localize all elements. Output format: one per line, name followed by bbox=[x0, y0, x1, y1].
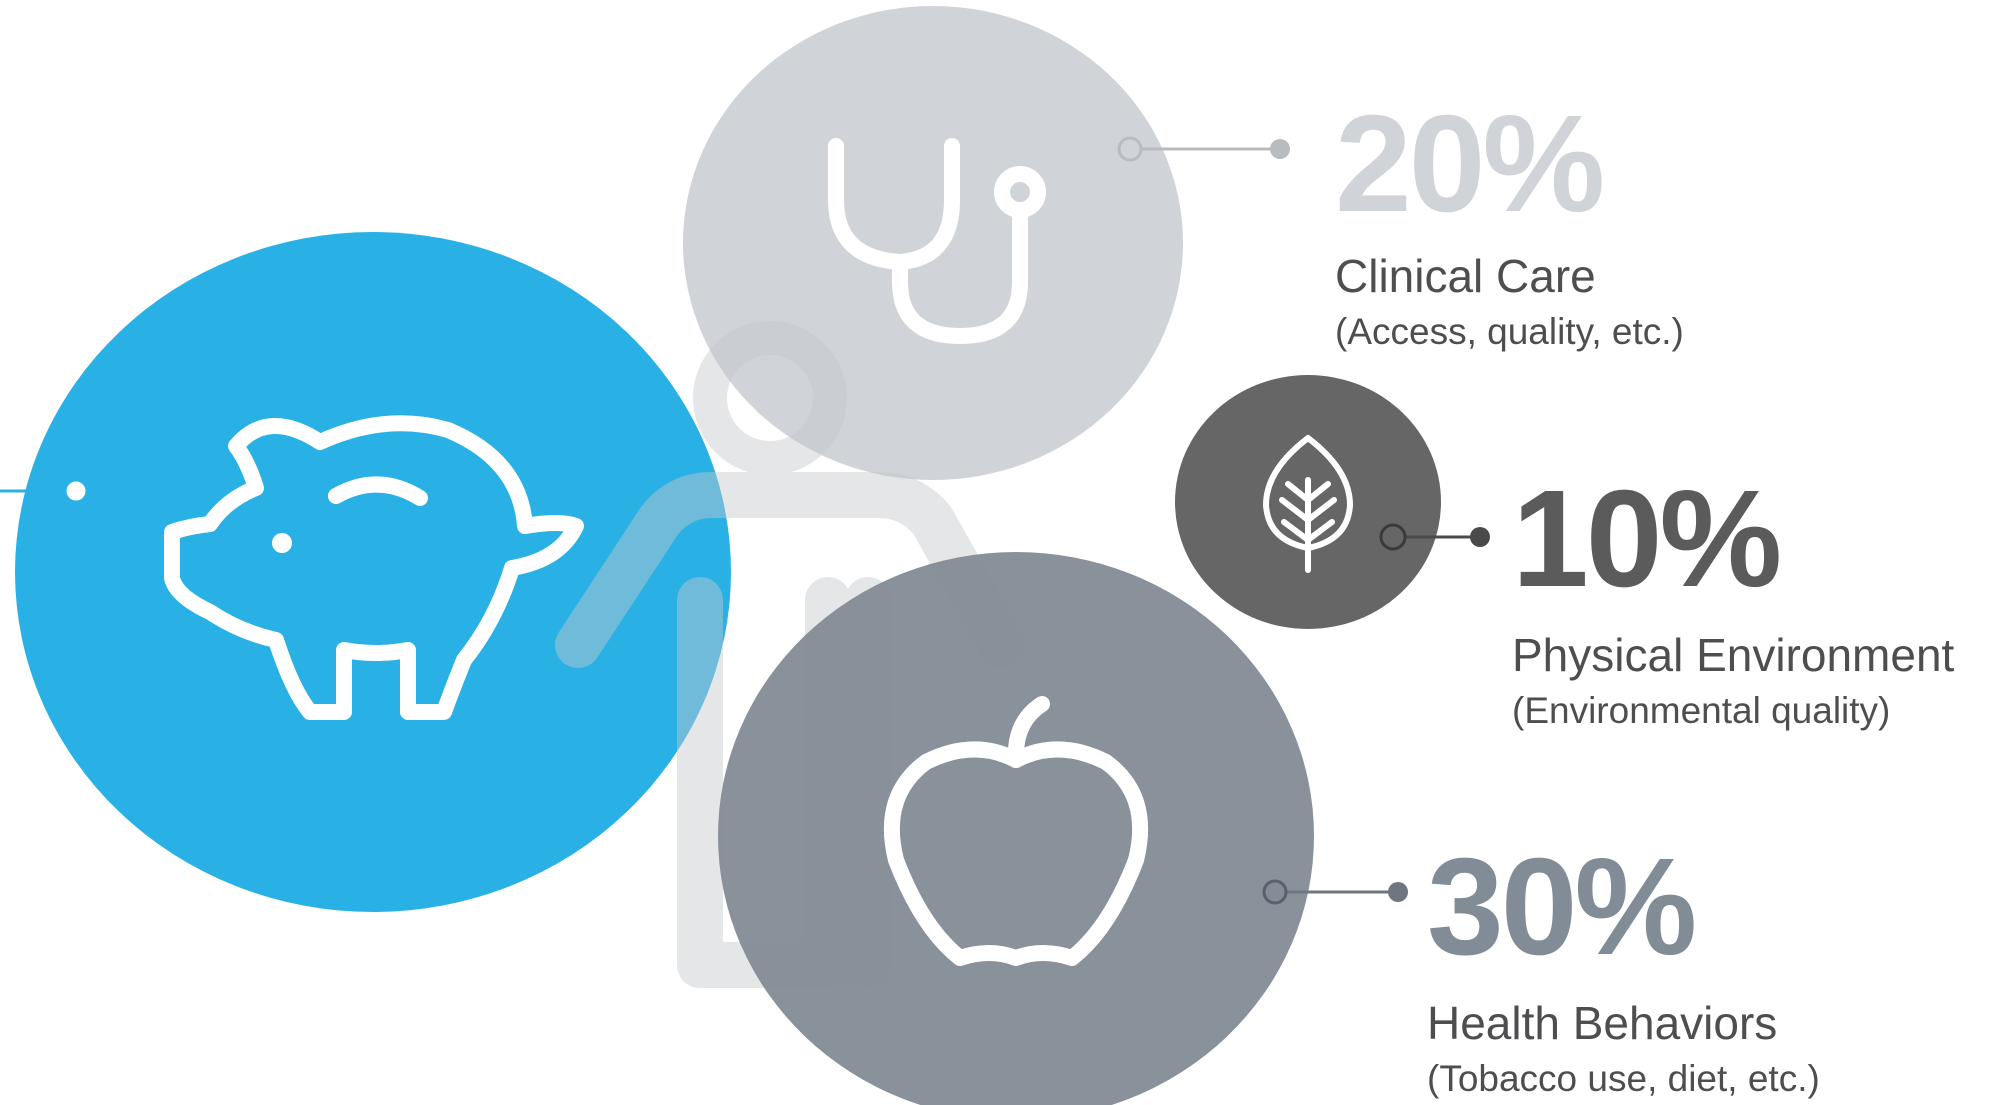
leaf-icon bbox=[1263, 435, 1353, 573]
health-behaviors-title: Health Behaviors bbox=[1427, 997, 1778, 1049]
stethoscope-icon bbox=[828, 138, 1046, 344]
connector-health-behaviors bbox=[1262, 879, 1408, 905]
health-behaviors-group bbox=[718, 552, 1314, 1105]
clinical-care-label: 20% Clinical Care (Access, quality, etc.… bbox=[1335, 95, 1684, 354]
health-behaviors-label: 30% Health Behaviors (Tobacco use, diet,… bbox=[1427, 838, 1820, 1101]
socioeconomic-group bbox=[0, 232, 731, 912]
physical-environment-percent: 10% bbox=[1512, 462, 1782, 616]
clinical-care-group bbox=[683, 6, 1183, 480]
physical-environment-group bbox=[1175, 375, 1441, 629]
connector-socioeconomic bbox=[0, 478, 89, 504]
connector-clinical-care bbox=[1117, 136, 1290, 162]
physical-environment-subtitle: (Environmental quality) bbox=[1512, 689, 1891, 731]
health-behaviors-percent: 30% bbox=[1427, 830, 1697, 984]
pig-eye bbox=[272, 533, 292, 553]
physical-environment-title: Physical Environment bbox=[1512, 629, 1955, 681]
health-behaviors-circle bbox=[718, 552, 1314, 1105]
clinical-care-subtitle: (Access, quality, etc.) bbox=[1335, 310, 1684, 352]
socioeconomic-circle bbox=[15, 232, 731, 912]
clinical-care-title: Clinical Care bbox=[1335, 250, 1596, 302]
health-behaviors-subtitle: (Tobacco use, diet, etc.) bbox=[1427, 1057, 1820, 1099]
piggy-bank-icon bbox=[164, 415, 584, 720]
connector-physical-environment bbox=[1379, 523, 1490, 551]
apple-icon bbox=[883, 696, 1149, 966]
physical-environment-label: 10% Physical Environment (Environmental … bbox=[1512, 470, 1954, 733]
clinical-care-percent: 20% bbox=[1335, 87, 1605, 241]
